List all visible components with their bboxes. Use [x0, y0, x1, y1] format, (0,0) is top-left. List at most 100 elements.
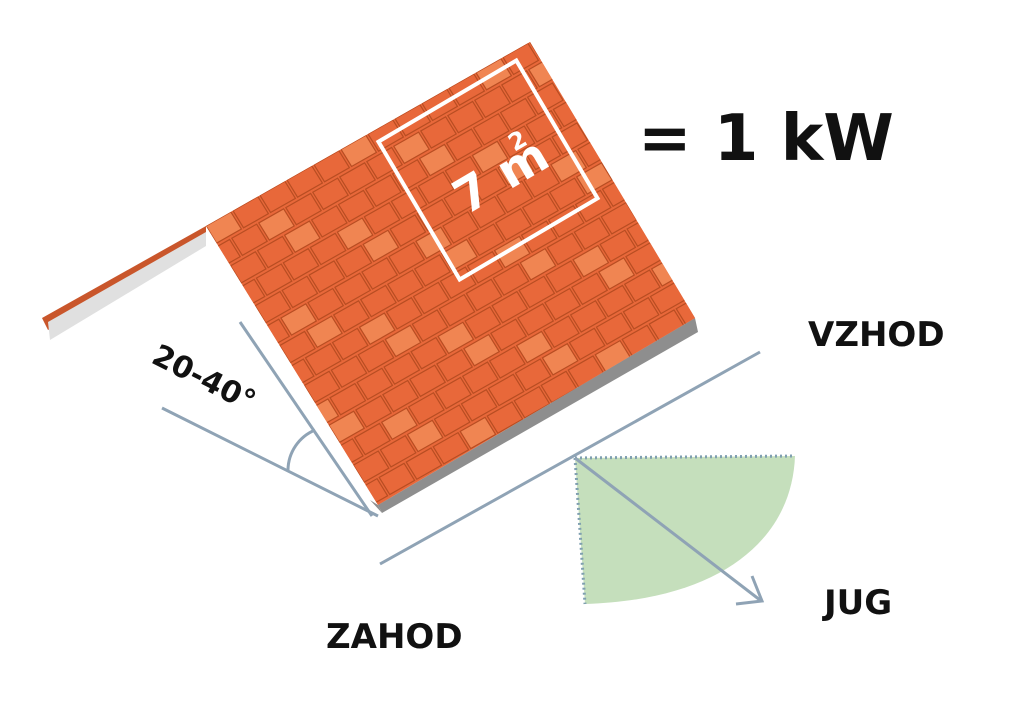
roof-tile: [407, 391, 445, 425]
roof-tile: [310, 204, 348, 238]
roof-tile: [518, 275, 556, 309]
roof-tile: [471, 140, 509, 174]
roof-corner: [370, 500, 382, 513]
roof-tile: [313, 149, 351, 183]
roof-tile: [491, 290, 529, 324]
roof-tile: [604, 119, 642, 152]
roof-tile: [517, 303, 555, 336]
roof-tile: [554, 42, 593, 73]
roof-tile: [461, 361, 499, 395]
roof-tile: [548, 177, 586, 211]
roof-tile: [464, 306, 502, 339]
roof-tile: [357, 339, 395, 373]
roof-tile: [502, 42, 540, 76]
roof-tile: [473, 85, 512, 119]
roof-tile: [525, 109, 563, 143]
roof-tile: [336, 217, 374, 251]
roof-bottom-edge: [378, 318, 698, 513]
sector-edge-south: [573, 457, 587, 605]
roof-tile: [676, 266, 695, 300]
roof-tile: [487, 373, 525, 407]
angle-arc: [286, 428, 316, 471]
roof-tile: [257, 208, 296, 241]
roof-tile: [386, 269, 424, 303]
roof-tile: [392, 131, 431, 165]
roof-tile: [519, 247, 557, 281]
roof-tile: [623, 269, 661, 303]
roof-tile: [550, 149, 588, 183]
roof-tile: [546, 232, 584, 266]
roof-tile: [472, 112, 510, 146]
roof-tile: [419, 116, 458, 149]
sector-edge-east: [574, 454, 796, 460]
area-square: [375, 57, 601, 283]
roof-tile: [411, 309, 449, 343]
roof-tile: [352, 450, 390, 484]
roof-tile: [551, 122, 589, 155]
roof-tile: [515, 330, 553, 364]
roof-tile: [305, 315, 343, 349]
roof-tile: [340, 134, 378, 168]
roof-tile: [545, 260, 583, 293]
roof-tile: [496, 180, 534, 214]
roof-tile: [442, 211, 480, 244]
roof-tile: [379, 434, 417, 468]
roof-tile: [417, 171, 455, 205]
roof-tile: [230, 223, 269, 257]
roof-tile: [409, 364, 447, 398]
roof-tile: [572, 244, 610, 278]
roof-tile: [353, 422, 391, 456]
roof-tile: [703, 279, 738, 310]
roof-tile: [575, 161, 613, 195]
roof-tile: [521, 192, 559, 226]
orientation-sector: [575, 456, 795, 604]
roof-tile: [278, 330, 316, 364]
roof-tile: [443, 183, 481, 217]
roof-tile: [627, 186, 665, 220]
roof-tile: [460, 388, 498, 422]
roof-tile: [385, 296, 423, 330]
roof-tile: [251, 345, 289, 379]
roof-tile: [378, 462, 416, 496]
roof-tile: [330, 355, 368, 389]
roof-tile: [337, 189, 375, 223]
roof-tile: [359, 284, 397, 318]
roof-tile: [523, 165, 561, 198]
roof-tile: [384, 324, 422, 358]
south-label: JUG: [822, 583, 892, 623]
roof-tile: [446, 100, 485, 134]
roof-slope-line: [238, 321, 374, 517]
roof-tile: [388, 241, 426, 275]
roof-tile: [355, 395, 393, 428]
roof-tile: [329, 382, 367, 416]
roof-tile: [434, 376, 472, 410]
roof-tile: [332, 299, 370, 333]
roof-tile: [301, 425, 339, 459]
roof-tile: [382, 379, 420, 413]
roof-tile: [362, 229, 400, 263]
roof-tile: [490, 318, 528, 352]
horizontal-reference-line: [161, 406, 379, 518]
roof-tile: [595, 312, 633, 346]
roof-tile: [602, 146, 640, 180]
roof-tile: [433, 404, 471, 438]
roof-tile: [599, 229, 637, 263]
roof-tile: [227, 306, 265, 339]
roof-tile: [571, 272, 609, 306]
roof-tile: [568, 327, 606, 361]
east-label: VZHOD: [808, 315, 945, 355]
roof-tile: [542, 315, 580, 349]
roof-tile: [308, 260, 346, 293]
roof-tile: [406, 419, 444, 453]
roof-tile: [573, 217, 611, 251]
roof-tile: [653, 198, 691, 232]
west-label: ZAHOD: [326, 617, 463, 657]
left-roof-edge-shadow: [48, 232, 206, 340]
roof-tile: [206, 266, 240, 300]
roof-tile: [256, 235, 294, 269]
roof-tile: [356, 367, 394, 401]
roof-tile: [469, 195, 507, 229]
roof-tile: [418, 143, 456, 177]
roof-tile: [405, 447, 443, 481]
